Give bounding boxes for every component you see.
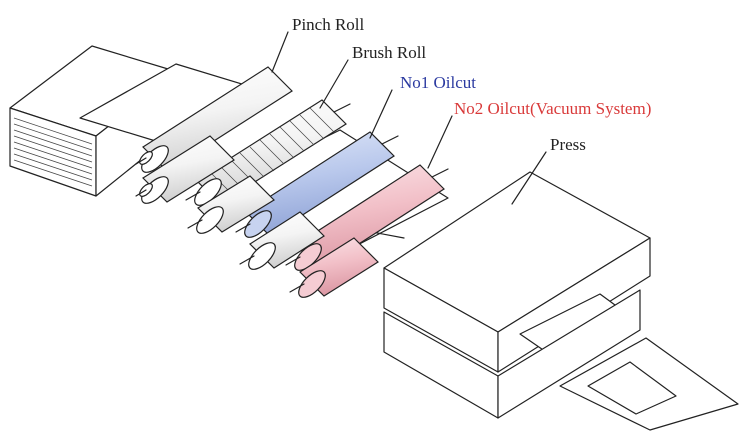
no1-oilcut-roll-upper [235,131,399,238]
label-no2-oilcut: No2 Oilcut(Vacuum System) [454,99,651,118]
brush-roll-upper [185,99,351,206]
label-pinch-roll: Pinch Roll [292,15,365,34]
pinch-roll-lower [135,135,235,204]
brush-roll-lower [187,175,275,234]
no2-oilcut-roll-lower [289,237,379,298]
press-lower-block [383,289,641,419]
label-no1-oilcut: No1 Oilcut [400,73,476,92]
output-sheet [559,337,739,431]
label-press: Press [550,135,586,154]
no1-oilcut-roll-lower [239,211,325,270]
no2-oilcut-roll-upper [285,164,449,271]
pinch-roll-upper [135,66,298,173]
label-brush-roll: Brush Roll [352,43,426,62]
leader-lines [271,31,547,205]
